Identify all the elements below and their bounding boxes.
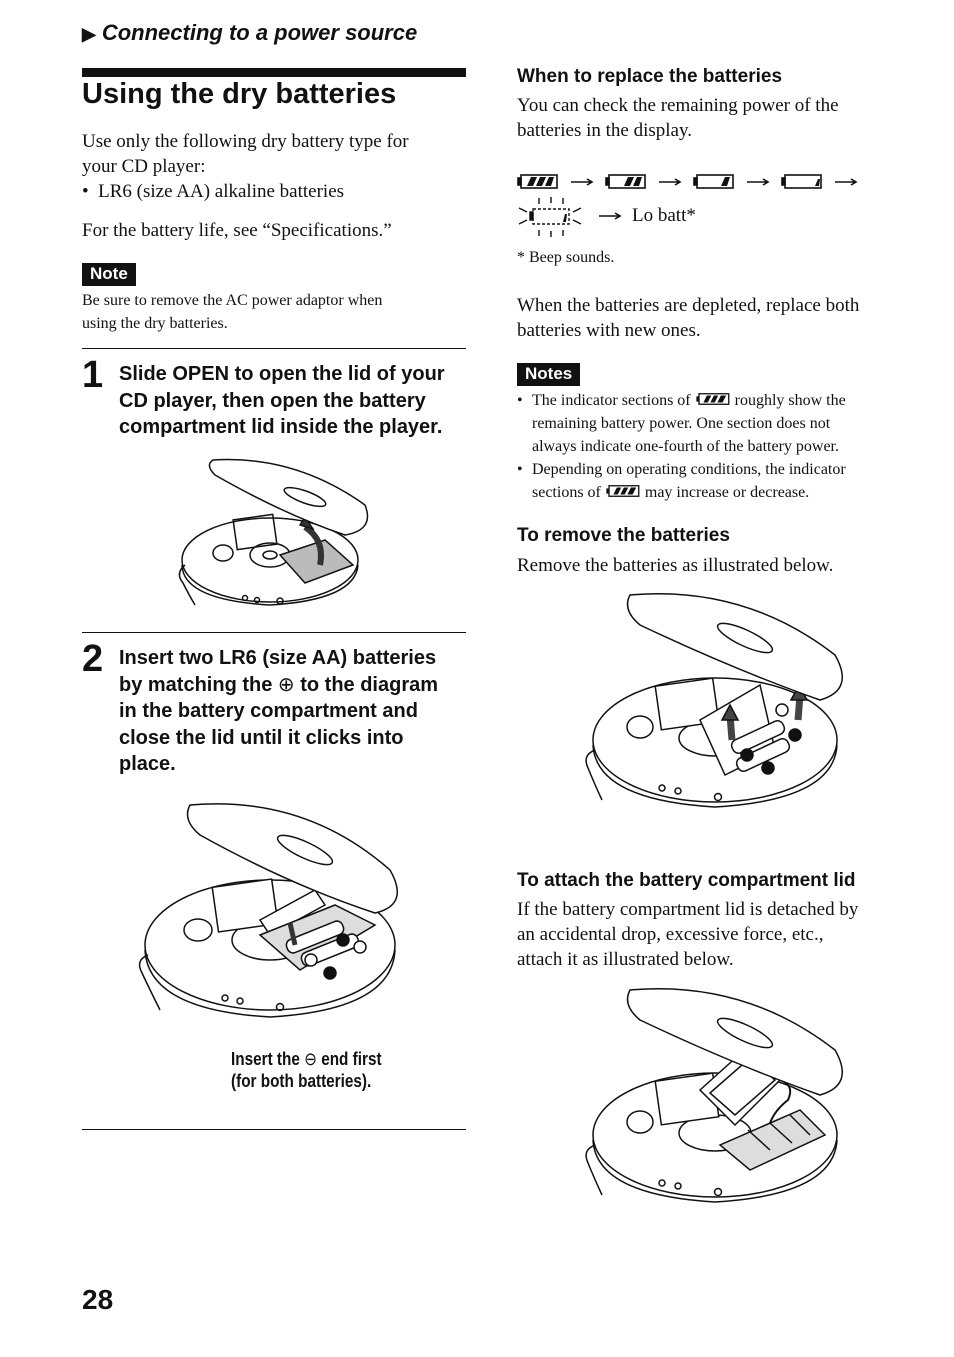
step-number: 1: [82, 354, 104, 396]
page-number: 28: [82, 1284, 114, 1315]
step-line: in the battery compartment and: [119, 700, 418, 722]
note-text-part: roughly show the: [734, 392, 846, 409]
attach-line: an accidental drop, excessive force, etc…: [517, 924, 824, 945]
battery-indicator-sequence: [517, 172, 897, 192]
step-number: 2: [82, 638, 104, 680]
arrow-icon: [571, 178, 594, 186]
step-line: compartment lid inside the player.: [119, 416, 443, 438]
caption-part: end first: [316, 1049, 382, 1069]
note-text: Be sure to remove the AC power adaptor w…: [82, 289, 382, 335]
intro-line: Use only the following dry battery type …: [82, 131, 409, 152]
battery-two-thirds-icon: [605, 174, 646, 189]
caption-line: Insert the ⊖ end first: [231, 1048, 382, 1070]
divider: [82, 632, 466, 633]
caption-line: (for both batteries).: [231, 1071, 372, 1091]
intro-line: your CD player:: [82, 156, 206, 177]
battery-indicator-row: [517, 174, 858, 189]
arrow-icon: [747, 178, 770, 186]
step-line: close the lid until it clicks into: [119, 726, 404, 749]
note-label: Note: [82, 263, 136, 286]
arrow-icon: [835, 178, 858, 186]
step-line: place.: [119, 753, 176, 775]
remove-batteries-illustration: [585, 593, 843, 808]
note-item: Depending on operating conditions, the i…: [517, 458, 902, 504]
note-line: Depending on operating conditions, the i…: [532, 461, 846, 478]
footnote: * Beep sounds.: [517, 249, 615, 266]
note-line: always indicate one-fourth of the batter…: [532, 438, 839, 455]
step-text-part: by matching the: [119, 673, 278, 696]
notes-list: The indicator sections of roughly show t…: [517, 389, 902, 504]
depleted-text: When the batteries are depleted, replace…: [517, 293, 859, 343]
replace-line: You can check the remaining power of the: [517, 95, 839, 116]
minus-circle-icon: ⊖: [304, 1049, 317, 1069]
section-title: Connecting to a power source: [101, 20, 418, 45]
insert-caption: Insert the ⊖ end first (for both batteri…: [231, 1048, 382, 1092]
step-line: CD player, then open the battery: [119, 389, 426, 412]
lo-batt-text: Lo batt*: [632, 205, 696, 226]
remove-heading: To remove the batteries: [517, 525, 730, 546]
plus-circle-icon: ⊕: [277, 673, 295, 696]
step-line: Slide OPEN to open the lid of your: [119, 363, 445, 385]
battery-one-third-icon: [693, 174, 734, 189]
note-line: remaining battery power. One section doe…: [532, 415, 831, 432]
step-1-text: Slide OPEN to open the lid of your CD pl…: [119, 361, 445, 441]
divider: [82, 348, 466, 349]
note-text-part: sections of: [532, 484, 601, 501]
section-header: ▶Connecting to a power source: [82, 20, 417, 46]
battery-flashing-icon: [518, 197, 582, 237]
attach-lid-illustration: [585, 988, 843, 1203]
replace-heading: When to replace the batteries: [517, 66, 783, 87]
step-line: Insert two LR6 (size AA) batteries: [119, 647, 437, 669]
step-line: by matching the ⊕ to the diagram: [119, 672, 438, 699]
step-2-text: Insert two LR6 (size AA) batteries by ma…: [119, 645, 438, 778]
attach-heading: To attach the battery compartment lid: [517, 870, 856, 891]
notes-label: Notes: [517, 363, 581, 386]
attach-line: attach it as illustrated below.: [517, 949, 734, 970]
battery-flashing-row: Lo batt*: [517, 196, 717, 240]
arrow-icon: [659, 178, 682, 186]
title-rule: [82, 68, 466, 77]
caption-part: Insert the: [231, 1049, 305, 1069]
open-lid-illustration: [178, 458, 369, 606]
note-line: The indicator sections of roughly show t…: [532, 389, 902, 412]
intro-bullet: • LR6 (size AA) alkaline batteries: [82, 181, 345, 202]
divider: [82, 1129, 466, 1130]
depleted-line: batteries with new ones.: [517, 320, 701, 341]
insert-batteries-illustration: [138, 803, 398, 1018]
triangle-icon: ▶: [82, 24, 96, 44]
battery-low-icon: [781, 174, 822, 189]
note-item: The indicator sections of roughly show t…: [517, 389, 902, 458]
replace-text: You can check the remaining power of the…: [517, 93, 839, 143]
battery-full-icon: [606, 485, 640, 497]
note-text-part: The indicator sections of: [532, 392, 691, 409]
note-line: sections of may increase or decrease.: [532, 481, 902, 504]
battery-life-text: For the battery life, see “Specification…: [82, 220, 392, 241]
replace-line: batteries in the display.: [517, 120, 692, 141]
note-line: Be sure to remove the AC power adaptor w…: [82, 292, 383, 309]
attach-text: If the battery compartment lid is detach…: [517, 897, 858, 972]
note-text-part: may increase or decrease.: [644, 484, 810, 501]
attach-line: If the battery compartment lid is detach…: [517, 899, 859, 920]
note-line: using the dry batteries.: [82, 315, 228, 332]
step-text-part: to the diagram: [294, 673, 439, 696]
intro-text: Use only the following dry battery type …: [82, 129, 466, 243]
depleted-line: When the batteries are depleted, replace…: [517, 295, 860, 316]
page-title: Using the dry batteries: [82, 78, 397, 110]
arrow-icon: [599, 212, 622, 220]
battery-type: LR6 (size AA) alkaline batteries: [98, 181, 345, 202]
remove-text: Remove the batteries as illustrated belo…: [517, 555, 834, 576]
battery-full-icon: [696, 393, 730, 405]
battery-full-icon: [517, 174, 558, 189]
